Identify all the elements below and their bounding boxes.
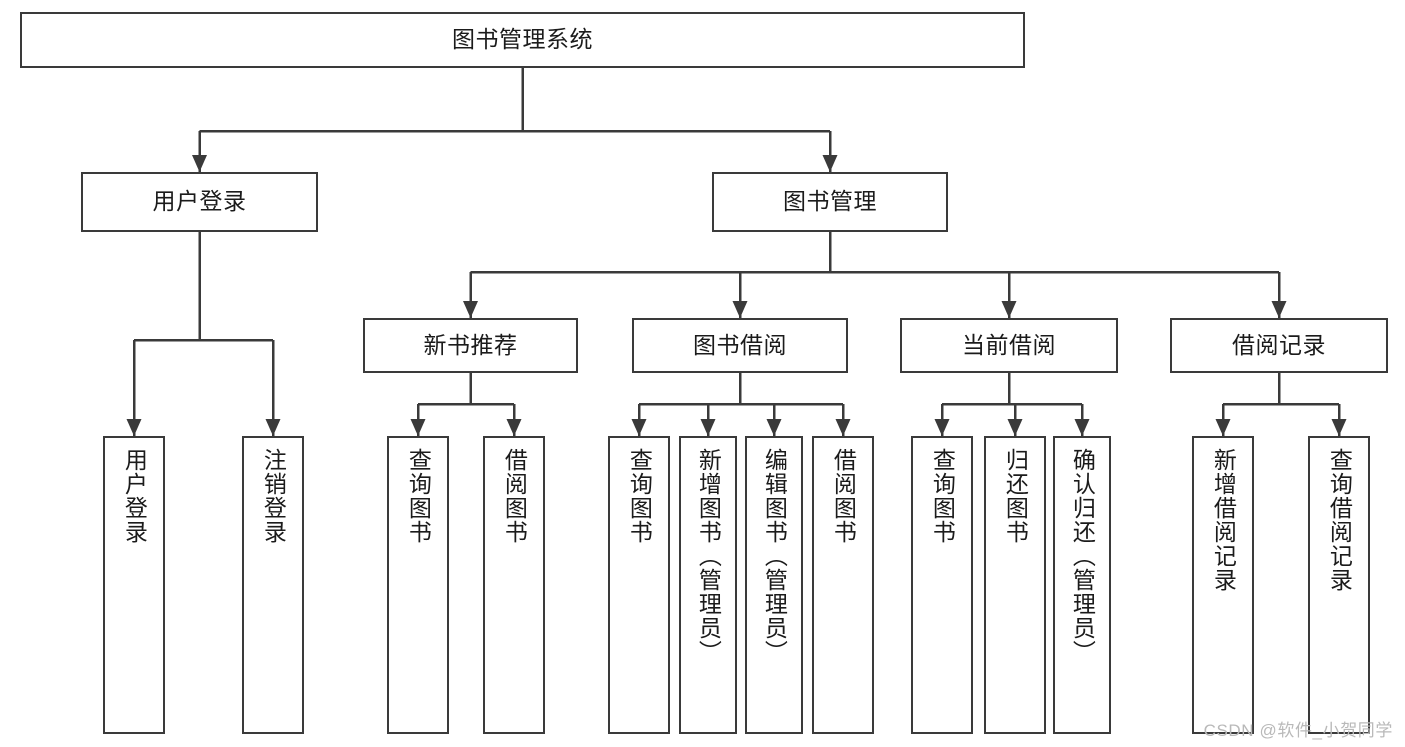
- node-book-management-module[interactable]: 图书管理: [712, 172, 948, 232]
- node-label: 新书推荐: [423, 331, 518, 358]
- node-label: 当前借阅: [962, 331, 1056, 358]
- node-leaf-record-query[interactable]: 查询借阅记录: [1308, 436, 1370, 734]
- node-label: 新增借阅记录: [1210, 448, 1237, 592]
- node-label: 新增图书（管理员）: [695, 448, 722, 664]
- node-leaf-current-confirm-return-admin[interactable]: 确认归还（管理员）: [1053, 436, 1111, 734]
- node-book-borrowing[interactable]: 图书借阅: [632, 318, 848, 373]
- node-current-borrowing[interactable]: 当前借阅: [900, 318, 1118, 373]
- node-leaf-borrow-edit-book-admin[interactable]: 编辑图书（管理员）: [745, 436, 803, 734]
- node-leaf-borrow-add-book-admin[interactable]: 新增图书（管理员）: [679, 436, 737, 734]
- node-leaf-user-logout[interactable]: 注销登录: [242, 436, 304, 734]
- node-leaf-rec-borrow-book[interactable]: 借阅图书: [483, 436, 545, 734]
- node-label: 图书管理: [783, 188, 877, 215]
- node-label: 查询图书: [929, 448, 956, 544]
- node-label: 用户登录: [121, 448, 148, 544]
- node-label: 图书借阅: [693, 331, 787, 358]
- node-leaf-user-login[interactable]: 用户登录: [103, 436, 165, 734]
- node-leaf-current-return-book[interactable]: 归还图书: [984, 436, 1046, 734]
- node-label: 图书管理系统: [452, 26, 593, 53]
- node-leaf-borrow-lend-book[interactable]: 借阅图书: [812, 436, 874, 734]
- node-leaf-rec-query-book[interactable]: 查询图书: [387, 436, 449, 734]
- node-label: 借阅记录: [1232, 331, 1326, 358]
- node-label: 查询图书: [405, 448, 432, 544]
- node-label: 借阅图书: [501, 448, 528, 544]
- watermark: CSDN @软件_小贺同学: [1203, 721, 1393, 740]
- node-label: 确认归还（管理员）: [1069, 448, 1096, 664]
- node-borrowing-record[interactable]: 借阅记录: [1170, 318, 1388, 373]
- node-label: 借阅图书: [830, 448, 857, 544]
- node-label: 归还图书: [1002, 448, 1029, 544]
- node-label: 用户登录: [152, 188, 247, 215]
- node-leaf-borrow-query-book[interactable]: 查询图书: [608, 436, 670, 734]
- node-leaf-record-add[interactable]: 新增借阅记录: [1192, 436, 1254, 734]
- node-leaf-current-query-book[interactable]: 查询图书: [911, 436, 973, 734]
- node-root[interactable]: 图书管理系统: [20, 12, 1025, 68]
- node-label: 注销登录: [260, 448, 287, 544]
- node-user-login-module[interactable]: 用户登录: [81, 172, 318, 232]
- node-label: 编辑图书（管理员）: [761, 448, 788, 664]
- node-label: 查询图书: [626, 448, 653, 544]
- node-label: 查询借阅记录: [1326, 448, 1353, 592]
- node-new-book-recommendation[interactable]: 新书推荐: [363, 318, 578, 373]
